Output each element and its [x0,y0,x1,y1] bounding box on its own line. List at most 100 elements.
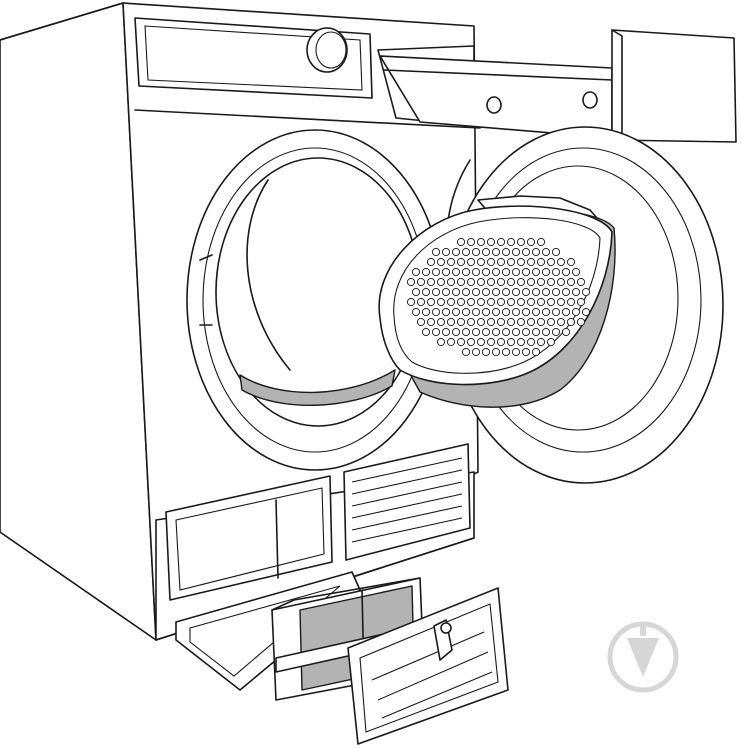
mesh-hole [446,337,456,347]
mesh-hole [491,307,501,317]
mesh-hole [446,277,456,287]
mesh-hole [466,337,476,347]
mesh-hole [526,337,536,347]
mesh-hole [561,307,571,317]
mesh-hole [456,237,466,247]
mesh-hole [566,317,576,327]
mesh-hole [471,327,481,337]
mesh-hole [466,257,476,267]
mesh-hole [536,297,546,307]
mesh-hole [486,237,496,247]
mesh-hole [486,337,496,347]
mesh-hole [486,297,496,307]
mesh-hole [476,277,486,287]
mesh-hole [521,287,531,297]
mesh-hole [551,247,561,257]
mesh-hole [546,297,556,307]
mesh-hole [541,327,551,337]
mesh-hole [476,297,486,307]
mesh-hole [481,267,491,277]
mesh-hole [561,287,571,297]
mesh-hole [461,327,471,337]
mesh-hole [551,327,561,337]
mesh-hole [576,317,586,327]
mesh-hole [566,297,576,307]
mesh-hole [456,317,466,327]
mesh-hole [516,297,526,307]
mesh-hole [516,277,526,287]
mesh-hole [501,347,511,357]
mesh-hole [576,297,586,307]
mesh-hole [446,297,456,307]
mesh-hole [436,277,446,287]
mesh-hole [566,277,576,287]
mesh-hole [556,257,566,267]
mesh-hole [501,327,511,337]
mesh-hole [501,307,511,317]
mesh-hole [526,317,536,327]
mesh-hole [496,237,506,247]
mesh-hole [531,287,541,297]
mesh-hole [456,257,466,267]
mesh-hole [496,337,506,347]
mesh-hole [411,287,421,297]
mesh-hole [461,267,471,277]
mesh-hole [546,257,556,267]
mesh-hole [461,287,471,297]
mesh-hole [441,327,451,337]
mesh-hole [571,267,581,277]
mesh-hole [421,287,431,297]
mesh-hole [471,287,481,297]
mesh-hole [506,257,516,267]
mesh-hole [546,277,556,287]
mesh-hole [491,347,501,357]
mesh-hole [446,257,456,267]
fluff-filter [378,195,616,408]
mesh-hole [526,277,536,287]
mesh-hole [441,287,451,297]
mesh-hole [456,337,466,347]
mesh-hole [531,267,541,277]
mesh-hole [556,297,566,307]
watermark-logo-icon [607,621,679,693]
mesh-hole [526,297,536,307]
mesh-hole [496,297,506,307]
mesh-hole [461,307,471,317]
lower-compartment [155,443,475,641]
mesh-hole [411,267,421,277]
mesh-hole [531,247,541,257]
mesh-hole [481,287,491,297]
mesh-hole [471,347,481,357]
mesh-hole [466,297,476,307]
mesh-hole [461,347,471,357]
mesh-hole [576,277,586,287]
mesh-hole [441,267,451,277]
mesh-hole [521,347,531,357]
mesh-hole [511,267,521,277]
mesh-hole [461,247,471,257]
mesh-hole [426,297,436,307]
mesh-hole [421,327,431,337]
mesh-hole [501,267,511,277]
mesh-hole [496,257,506,267]
mesh-hole [486,277,496,287]
mesh-hole [556,317,566,327]
mesh-hole [516,317,526,327]
mesh-hole [521,247,531,257]
mesh-hole [451,287,461,297]
mesh-hole [561,327,571,337]
mesh-hole [406,277,416,287]
mesh-hole [466,237,476,247]
mesh-hole [476,257,486,267]
mesh-hole [506,337,516,347]
filter-cover [347,587,509,745]
mesh-hole [546,337,556,347]
mesh-hole [431,307,441,317]
vent-grille [343,443,471,561]
mesh-hole [501,287,511,297]
mesh-hole [581,307,591,317]
mesh-hole [486,257,496,267]
mesh-hole [541,287,551,297]
mesh-hole [491,287,501,297]
